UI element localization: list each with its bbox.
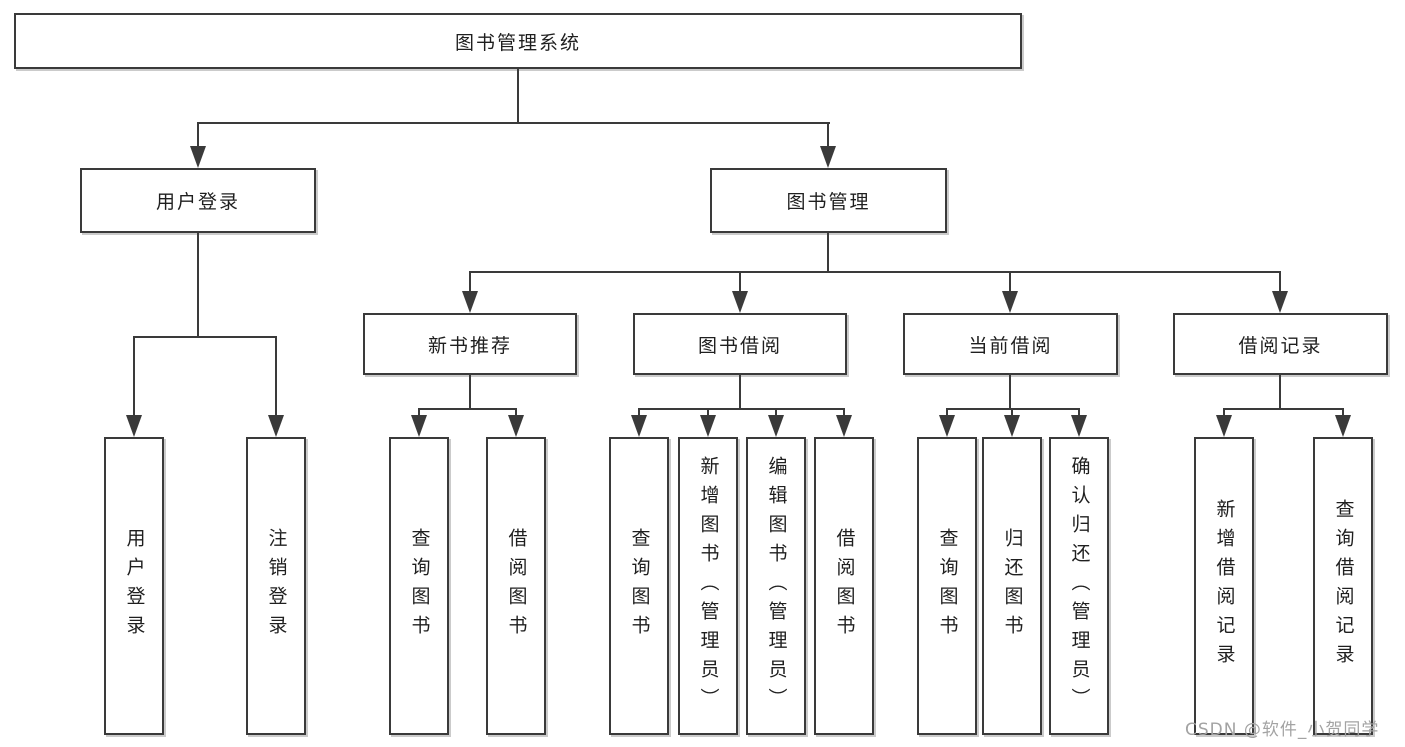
arrowhead-book-management — [820, 146, 836, 168]
connector-drop-new-book-recommend — [469, 271, 471, 293]
node-book-management: 图书管理 — [710, 168, 947, 233]
arrowhead-leaf-add-book-admin — [700, 415, 716, 437]
node-label: 新增图书（管理员） — [697, 455, 720, 717]
connector-drop-g3-2 — [707, 408, 709, 417]
connector-level3-distributor — [469, 271, 1281, 273]
connector-drop-g4-1 — [946, 408, 948, 417]
leaf-add-book-admin: 新增图书（管理员） — [678, 437, 738, 735]
connector-book-borrowing-drop — [739, 375, 741, 408]
connector-drop-g2-2 — [515, 408, 517, 417]
node-label: 确认归还（管理员） — [1068, 455, 1091, 717]
arrowhead-leaf-edit-book-admin — [768, 415, 784, 437]
arrowhead-new-book-recommend — [462, 291, 478, 313]
connector-drop-g4-2 — [1011, 408, 1013, 417]
connector-group3-distributor — [638, 408, 845, 410]
node-label: 新书推荐 — [427, 334, 512, 357]
node-label: 归还图书 — [1001, 528, 1024, 644]
connector-drop-g5-1 — [1223, 408, 1225, 417]
connector-drop-g3-4 — [843, 408, 845, 417]
leaf-user-login: 用户登录 — [104, 437, 164, 735]
connector-group2-distributor — [418, 408, 517, 410]
arrowhead-leaf-query-books-borrowing — [631, 415, 647, 437]
leaf-query-books-recommend: 查询图书 — [389, 437, 449, 735]
node-label: 借阅图书 — [505, 528, 528, 644]
arrowhead-user-login — [190, 146, 206, 168]
leaf-edit-book-admin: 编辑图书（管理员） — [746, 437, 806, 735]
arrowhead-leaf-logout — [268, 415, 284, 437]
node-library-management-system: 图书管理系统 — [14, 13, 1022, 69]
arrowhead-leaf-borrow-books-recommend — [508, 415, 524, 437]
connector-drop-g2-1 — [418, 408, 420, 417]
arrowhead-leaf-query-borrow-record — [1335, 415, 1351, 437]
node-label: 查询借阅记录 — [1332, 499, 1355, 673]
connector-drop-g3-1 — [638, 408, 640, 417]
node-label: 新增借阅记录 — [1213, 499, 1236, 673]
arrowhead-leaf-user-login — [126, 415, 142, 437]
node-label: 查询图书 — [936, 528, 959, 644]
connector-root-drop — [517, 69, 519, 122]
node-borrowing-records: 借阅记录 — [1173, 313, 1388, 375]
node-user-login: 用户登录 — [80, 168, 316, 233]
leaf-query-books-borrowing: 查询图书 — [609, 437, 669, 735]
connector-borrowing-records-drop — [1279, 375, 1281, 408]
connector-drop-g3-3 — [775, 408, 777, 417]
connector-book-management-drop — [827, 233, 829, 271]
connector-drop-g5-2 — [1342, 408, 1344, 417]
connector-drop-g4-3 — [1078, 408, 1080, 417]
connector-new-book-recommend-drop — [469, 375, 471, 408]
node-book-borrowing: 图书借阅 — [633, 313, 847, 375]
node-new-book-recommend: 新书推荐 — [363, 313, 577, 375]
connector-group5-distributor — [1223, 408, 1344, 410]
connector-drop-book-borrowing — [739, 271, 741, 293]
leaf-logout: 注销登录 — [246, 437, 306, 735]
node-label: 编辑图书（管理员） — [765, 455, 788, 717]
arrowhead-current-borrowing — [1002, 291, 1018, 313]
connector-drop-user-login — [197, 122, 199, 150]
connector-drop-leaf-user-login — [133, 336, 135, 417]
connector-level2-distributor — [197, 122, 830, 124]
csdn-watermark: CSDN @软件_小贺同学 — [1185, 720, 1380, 740]
arrowhead-leaf-add-borrow-record — [1216, 415, 1232, 437]
node-current-borrowing: 当前借阅 — [903, 313, 1118, 375]
node-label: 图书借阅 — [697, 334, 782, 357]
node-label: 注销登录 — [265, 528, 288, 644]
connector-drop-leaf-logout — [275, 336, 277, 417]
arrowhead-leaf-confirm-return-admin — [1071, 415, 1087, 437]
node-label: 查询图书 — [408, 528, 431, 644]
leaf-query-borrow-record: 查询借阅记录 — [1313, 437, 1373, 735]
connector-current-borrowing-drop — [1009, 375, 1011, 408]
arrowhead-book-borrowing — [732, 291, 748, 313]
leaf-borrow-books-borrowing: 借阅图书 — [814, 437, 874, 735]
node-label: 用户登录 — [155, 191, 240, 213]
connector-user-login-drop — [197, 233, 199, 336]
arrowhead-leaf-borrow-books-borrowing — [836, 415, 852, 437]
node-label: 用户登录 — [123, 528, 146, 644]
connector-group1-distributor — [133, 336, 277, 338]
node-label: 当前借阅 — [968, 334, 1053, 357]
connector-drop-borrowing-records — [1279, 271, 1281, 293]
leaf-return-books: 归还图书 — [982, 437, 1042, 735]
node-label: 图书管理 — [786, 191, 871, 213]
leaf-confirm-return-admin: 确认归还（管理员） — [1049, 437, 1109, 735]
connector-drop-current-borrowing — [1009, 271, 1011, 293]
arrowhead-leaf-query-books-current — [939, 415, 955, 437]
arrowhead-leaf-query-books-recommend — [411, 415, 427, 437]
leaf-borrow-books-recommend: 借阅图书 — [486, 437, 546, 735]
leaf-query-books-current: 查询图书 — [917, 437, 977, 735]
connector-group4-distributor — [946, 408, 1080, 410]
arrowhead-leaf-return-books — [1004, 415, 1020, 437]
node-label: 图书管理系统 — [454, 31, 581, 54]
node-label: 查询图书 — [628, 528, 651, 644]
connector-drop-book-management — [827, 122, 829, 150]
leaf-add-borrow-record: 新增借阅记录 — [1194, 437, 1254, 735]
arrowhead-borrowing-records — [1272, 291, 1288, 313]
node-label: 借阅图书 — [833, 528, 856, 644]
node-label: 借阅记录 — [1238, 334, 1323, 357]
